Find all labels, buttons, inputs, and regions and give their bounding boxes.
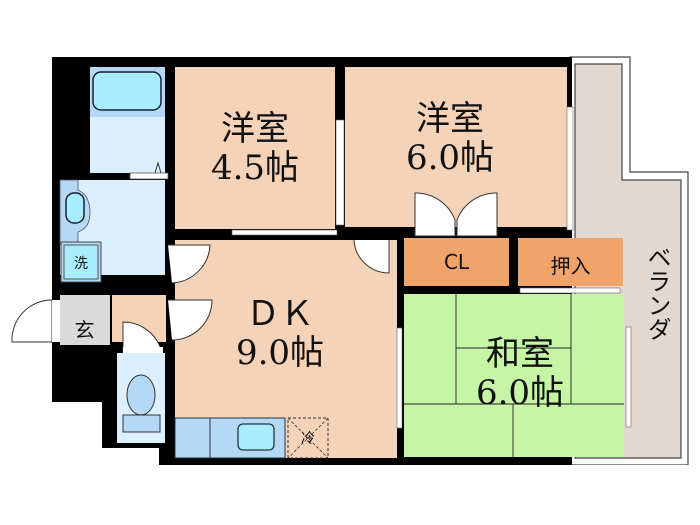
washroom-door[interactable] <box>168 244 211 284</box>
closet <box>404 238 509 286</box>
closet-door-right[interactable] <box>456 192 498 237</box>
hall-door[interactable] <box>168 299 213 341</box>
entrance-label: 玄 <box>74 318 95 342</box>
closet-door-left[interactable] <box>414 192 456 237</box>
sink-icon <box>237 423 275 451</box>
western-room-1-label: 洋室 4.5帖 <box>185 109 325 189</box>
washer-label: 洗 <box>74 256 88 272</box>
room-door[interactable] <box>353 239 390 274</box>
room-name: 和室 <box>486 334 554 374</box>
room-name: ＤＫ <box>246 294 314 334</box>
room-size: 4.5帖 <box>210 148 300 189</box>
front-door[interactable] <box>11 299 53 343</box>
washer-icon <box>63 244 99 280</box>
toilet-door[interactable] <box>122 321 163 354</box>
room-size: 6.0帖 <box>475 373 565 414</box>
dk-label: ＤＫ 9.0帖 <box>205 294 355 374</box>
room-name: 洋室 <box>221 109 289 149</box>
room-name: 洋室 <box>416 99 484 139</box>
western-room-2 <box>345 67 567 227</box>
room-size: 9.0帖 <box>235 333 325 374</box>
toilet-icon <box>126 374 156 416</box>
western-room-2-label: 洋室 6.0帖 <box>375 99 525 179</box>
tatami-lines <box>404 294 624 457</box>
room-size: 6.0帖 <box>405 138 495 179</box>
bath-door[interactable] <box>129 172 169 180</box>
japanese-room-label: 和室 6.0帖 <box>445 334 595 414</box>
fridge-label: 冷 <box>301 431 315 447</box>
entrance-floor <box>60 295 110 345</box>
bathtub-icon <box>92 71 162 111</box>
japanese-room <box>404 294 624 457</box>
oshiire-label: 押入 <box>550 254 591 278</box>
veranda-label: ベランダ <box>643 245 671 341</box>
western-room-1 <box>175 67 335 229</box>
washbasin-icon <box>65 192 85 224</box>
oshiire <box>518 238 623 286</box>
closet-label: CL <box>443 250 470 274</box>
